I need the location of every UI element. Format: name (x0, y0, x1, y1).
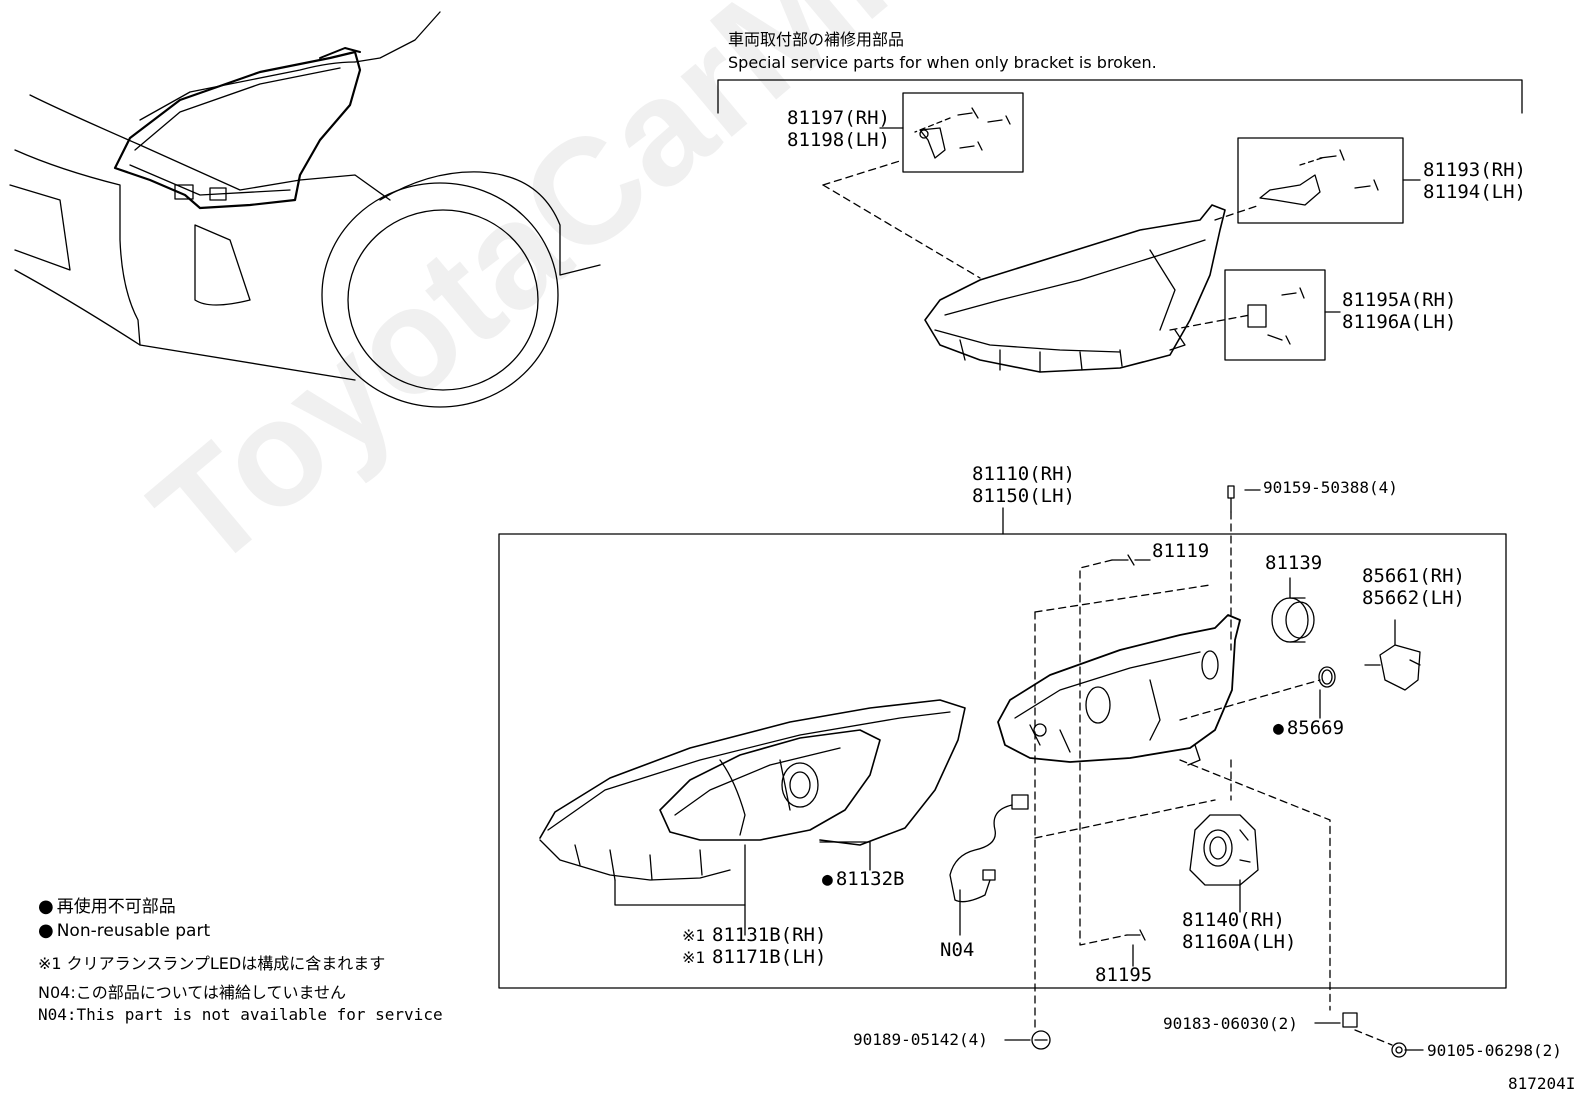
label-81193[interactable]: 81193(RH) (1423, 159, 1526, 181)
bracket-box-81197 (902, 92, 1024, 173)
label-n04[interactable]: N04 (940, 939, 975, 961)
note-n04-jp: N04:この部品については補給していません (38, 983, 346, 1002)
label-81196a[interactable]: 81196A(LH) (1342, 311, 1457, 333)
label-81195a[interactable]: 81195A(RH) (1342, 289, 1457, 311)
label-81171b[interactable]: 81171B(LH) (712, 946, 827, 968)
label-81140[interactable]: 81140(RH) (1182, 909, 1285, 931)
note-led: ※1 クリアランスランプLEDは構成に含まれます (38, 954, 386, 973)
mark-1-rh: ※1 (682, 926, 706, 945)
figure-id: 817204I (1508, 1074, 1576, 1093)
label-90189[interactable]: 90189-05142(4) (853, 1030, 988, 1049)
car-front-illustration (9, 11, 601, 408)
label-81132b[interactable]: 81132B (822, 869, 905, 890)
housing-top-illustration (924, 204, 1226, 373)
mark-1-lh: ※1 (682, 948, 706, 967)
lens-illustration (539, 699, 966, 881)
harness-n04-illustration (949, 794, 1029, 903)
housing-main-illustration (997, 614, 1241, 766)
label-85662[interactable]: 85662(LH) (1362, 587, 1465, 609)
header-jp: 車両取付部の補修用部品 (728, 30, 905, 49)
assembly-frame (498, 507, 1507, 989)
label-81197[interactable]: 81197(RH) (787, 107, 890, 129)
bracket-box-81195a (1224, 269, 1326, 361)
note-nonreuse-jp: 再使用不可部品 (38, 897, 176, 917)
label-85669[interactable]: 85669 (1273, 718, 1344, 739)
note-n04-en: N04:This part is not available for servi… (38, 1005, 443, 1024)
label-90159[interactable]: 90159-50388(4) (1263, 478, 1398, 497)
label-81198[interactable]: 81198(LH) (787, 129, 890, 151)
bracket-section-frame (717, 79, 1523, 114)
label-90183[interactable]: 90183-06030(2) (1163, 1014, 1298, 1033)
main-leader-lines (614, 489, 1424, 1051)
clearance-lamp-illustration (574, 729, 881, 881)
label-81119[interactable]: 81119 (1152, 540, 1210, 562)
label-85661[interactable]: 85661(RH) (1362, 565, 1465, 587)
header-en: Special service parts for when only brac… (728, 53, 1157, 72)
label-81139[interactable]: 81139 (1265, 552, 1323, 574)
bracket-box-81193 (1237, 137, 1404, 224)
label-81131b[interactable]: 81131B(RH) (712, 924, 827, 946)
top-leader-lines (822, 127, 1421, 331)
note-nonreuse-en: Non-reusable part (38, 921, 210, 941)
screw-icons (1031, 485, 1407, 1058)
label-81195[interactable]: 81195 (1095, 964, 1153, 986)
label-81150[interactable]: 81150(LH) (972, 485, 1075, 507)
projector-81140-illustration (1189, 814, 1259, 886)
oring-85669-illustration (1318, 666, 1336, 688)
label-81110[interactable]: 81110(RH) (972, 463, 1075, 485)
label-90105[interactable]: 90105-06298(2) (1427, 1041, 1562, 1060)
socket-81139-illustration (1271, 597, 1315, 643)
actuator-85661-illustration (1364, 644, 1421, 691)
label-81160a[interactable]: 81160A(LH) (1182, 931, 1297, 953)
label-81194[interactable]: 81194(LH) (1423, 181, 1526, 203)
